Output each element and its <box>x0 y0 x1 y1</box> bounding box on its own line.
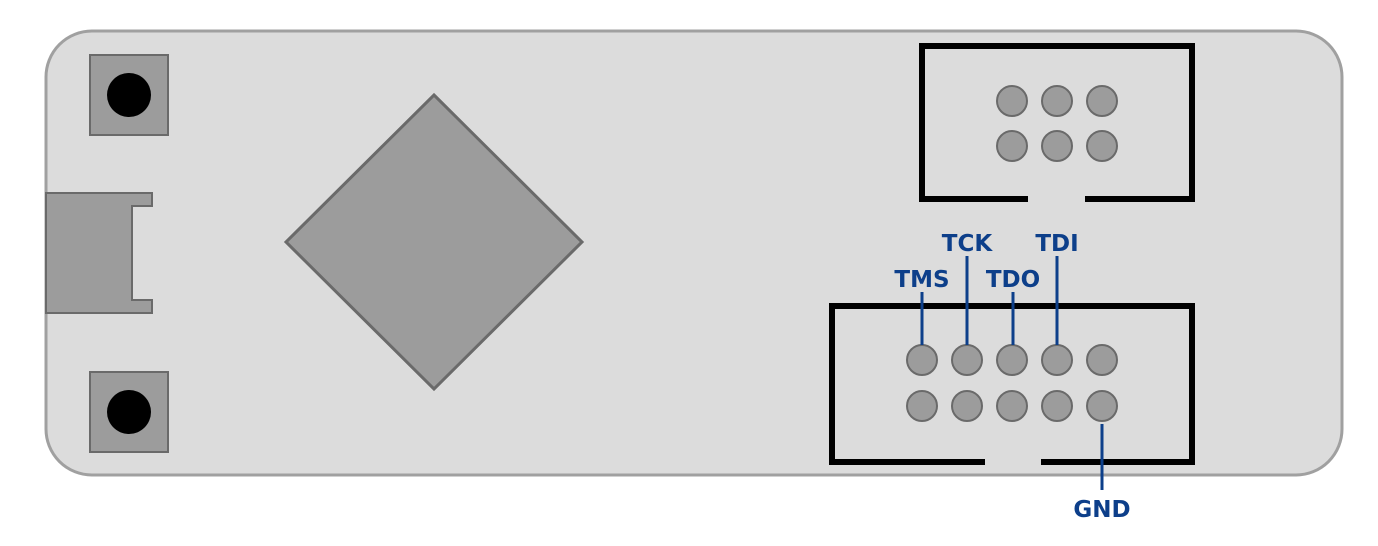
gnd-label: GND <box>1073 497 1130 523</box>
header-bottom-pin <box>1086 344 1118 376</box>
header-bottom-pin <box>906 344 938 376</box>
usb-connector <box>45 192 153 314</box>
header-top-pins <box>996 85 1118 162</box>
chip-component <box>283 92 585 392</box>
tck-label: TCK <box>942 231 994 257</box>
tms-label: TMS <box>894 267 949 293</box>
header-bottom-pin <box>951 344 983 376</box>
header-top-pin <box>996 85 1028 117</box>
header-bottom-pin <box>996 344 1028 376</box>
header-bottom-pin <box>951 390 983 422</box>
header-bottom-pin <box>906 390 938 422</box>
header-top-pin <box>996 130 1028 162</box>
header-top-pin <box>1041 130 1073 162</box>
header-top-pin <box>1041 85 1073 117</box>
mounting-hole-top <box>89 54 169 136</box>
pin-label-leaders <box>920 256 1104 490</box>
header-top-pin <box>1086 85 1118 117</box>
tdo-label: TDO <box>986 267 1040 293</box>
header-bottom-pin <box>1041 390 1073 422</box>
header-bottom-pin <box>996 390 1028 422</box>
header-top-pin <box>1086 130 1118 162</box>
header-bottom-pins <box>906 344 1118 422</box>
mounting-hole-bottom <box>89 371 169 453</box>
pcb-board <box>44 29 1344 477</box>
header-bottom-pin <box>1086 390 1118 422</box>
header-top-outline <box>919 43 1195 202</box>
header-bottom-pin <box>1041 344 1073 376</box>
tdi-label: TDI <box>1035 231 1078 257</box>
